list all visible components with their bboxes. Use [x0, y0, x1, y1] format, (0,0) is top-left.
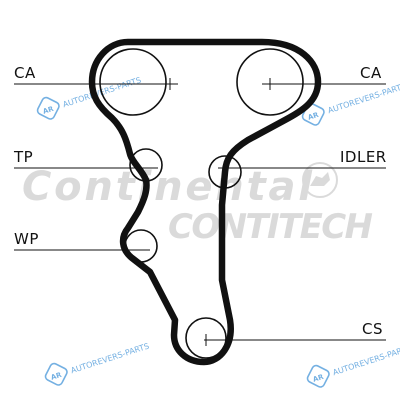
autorevers-watermark-bottom-left: AR AUTOREVERS-PARTS: [44, 341, 151, 386]
horse-emblem-icon: [302, 162, 338, 198]
continental-watermark-text: Continental: [22, 164, 313, 210]
continental-watermark: Continental: [22, 162, 338, 210]
autorevers-watermark-top-left: AR AUTOREVERS-PARTS: [36, 75, 142, 120]
ca-right-label: CA: [360, 64, 382, 82]
idler-pulley: [208, 155, 242, 189]
horse-emblem-figure: [310, 172, 330, 186]
cs-pulley: [185, 317, 227, 359]
contitech-watermark-text: CONTITECH: [168, 207, 373, 247]
ca-left-pulley: [99, 48, 167, 116]
autorevers-text: AUTOREVERS-PARTS: [332, 343, 400, 377]
autorevers-text: AUTOREVERS-PARTS: [70, 341, 151, 375]
ar-badge-text: AR: [307, 111, 320, 122]
ar-badge-icon: [44, 362, 68, 386]
ca-right-pulley: [236, 48, 304, 116]
ar-badge-icon: [306, 364, 330, 388]
autorevers-text: AUTOREVERS-PARTS: [327, 81, 400, 115]
cs-label: CS: [362, 320, 383, 338]
ca-left-label: CA: [14, 64, 36, 82]
timing-belt: [88, 38, 322, 366]
idler-label: IDLER: [340, 148, 387, 166]
wp-label: WP: [14, 230, 39, 248]
wp-pulley: [124, 229, 158, 263]
ar-badge-text: AR: [50, 371, 63, 382]
ar-badge-text: AR: [42, 105, 55, 116]
autorevers-watermark-bottom-right: AR AUTOREVERS-PARTS: [306, 343, 400, 388]
contitech-watermark: CONTITECH: [168, 207, 373, 247]
ar-badge-icon: [36, 96, 60, 120]
tp-label: TP: [14, 148, 34, 166]
tp-pulley: [129, 148, 163, 182]
ar-badge-text: AR: [312, 373, 325, 384]
